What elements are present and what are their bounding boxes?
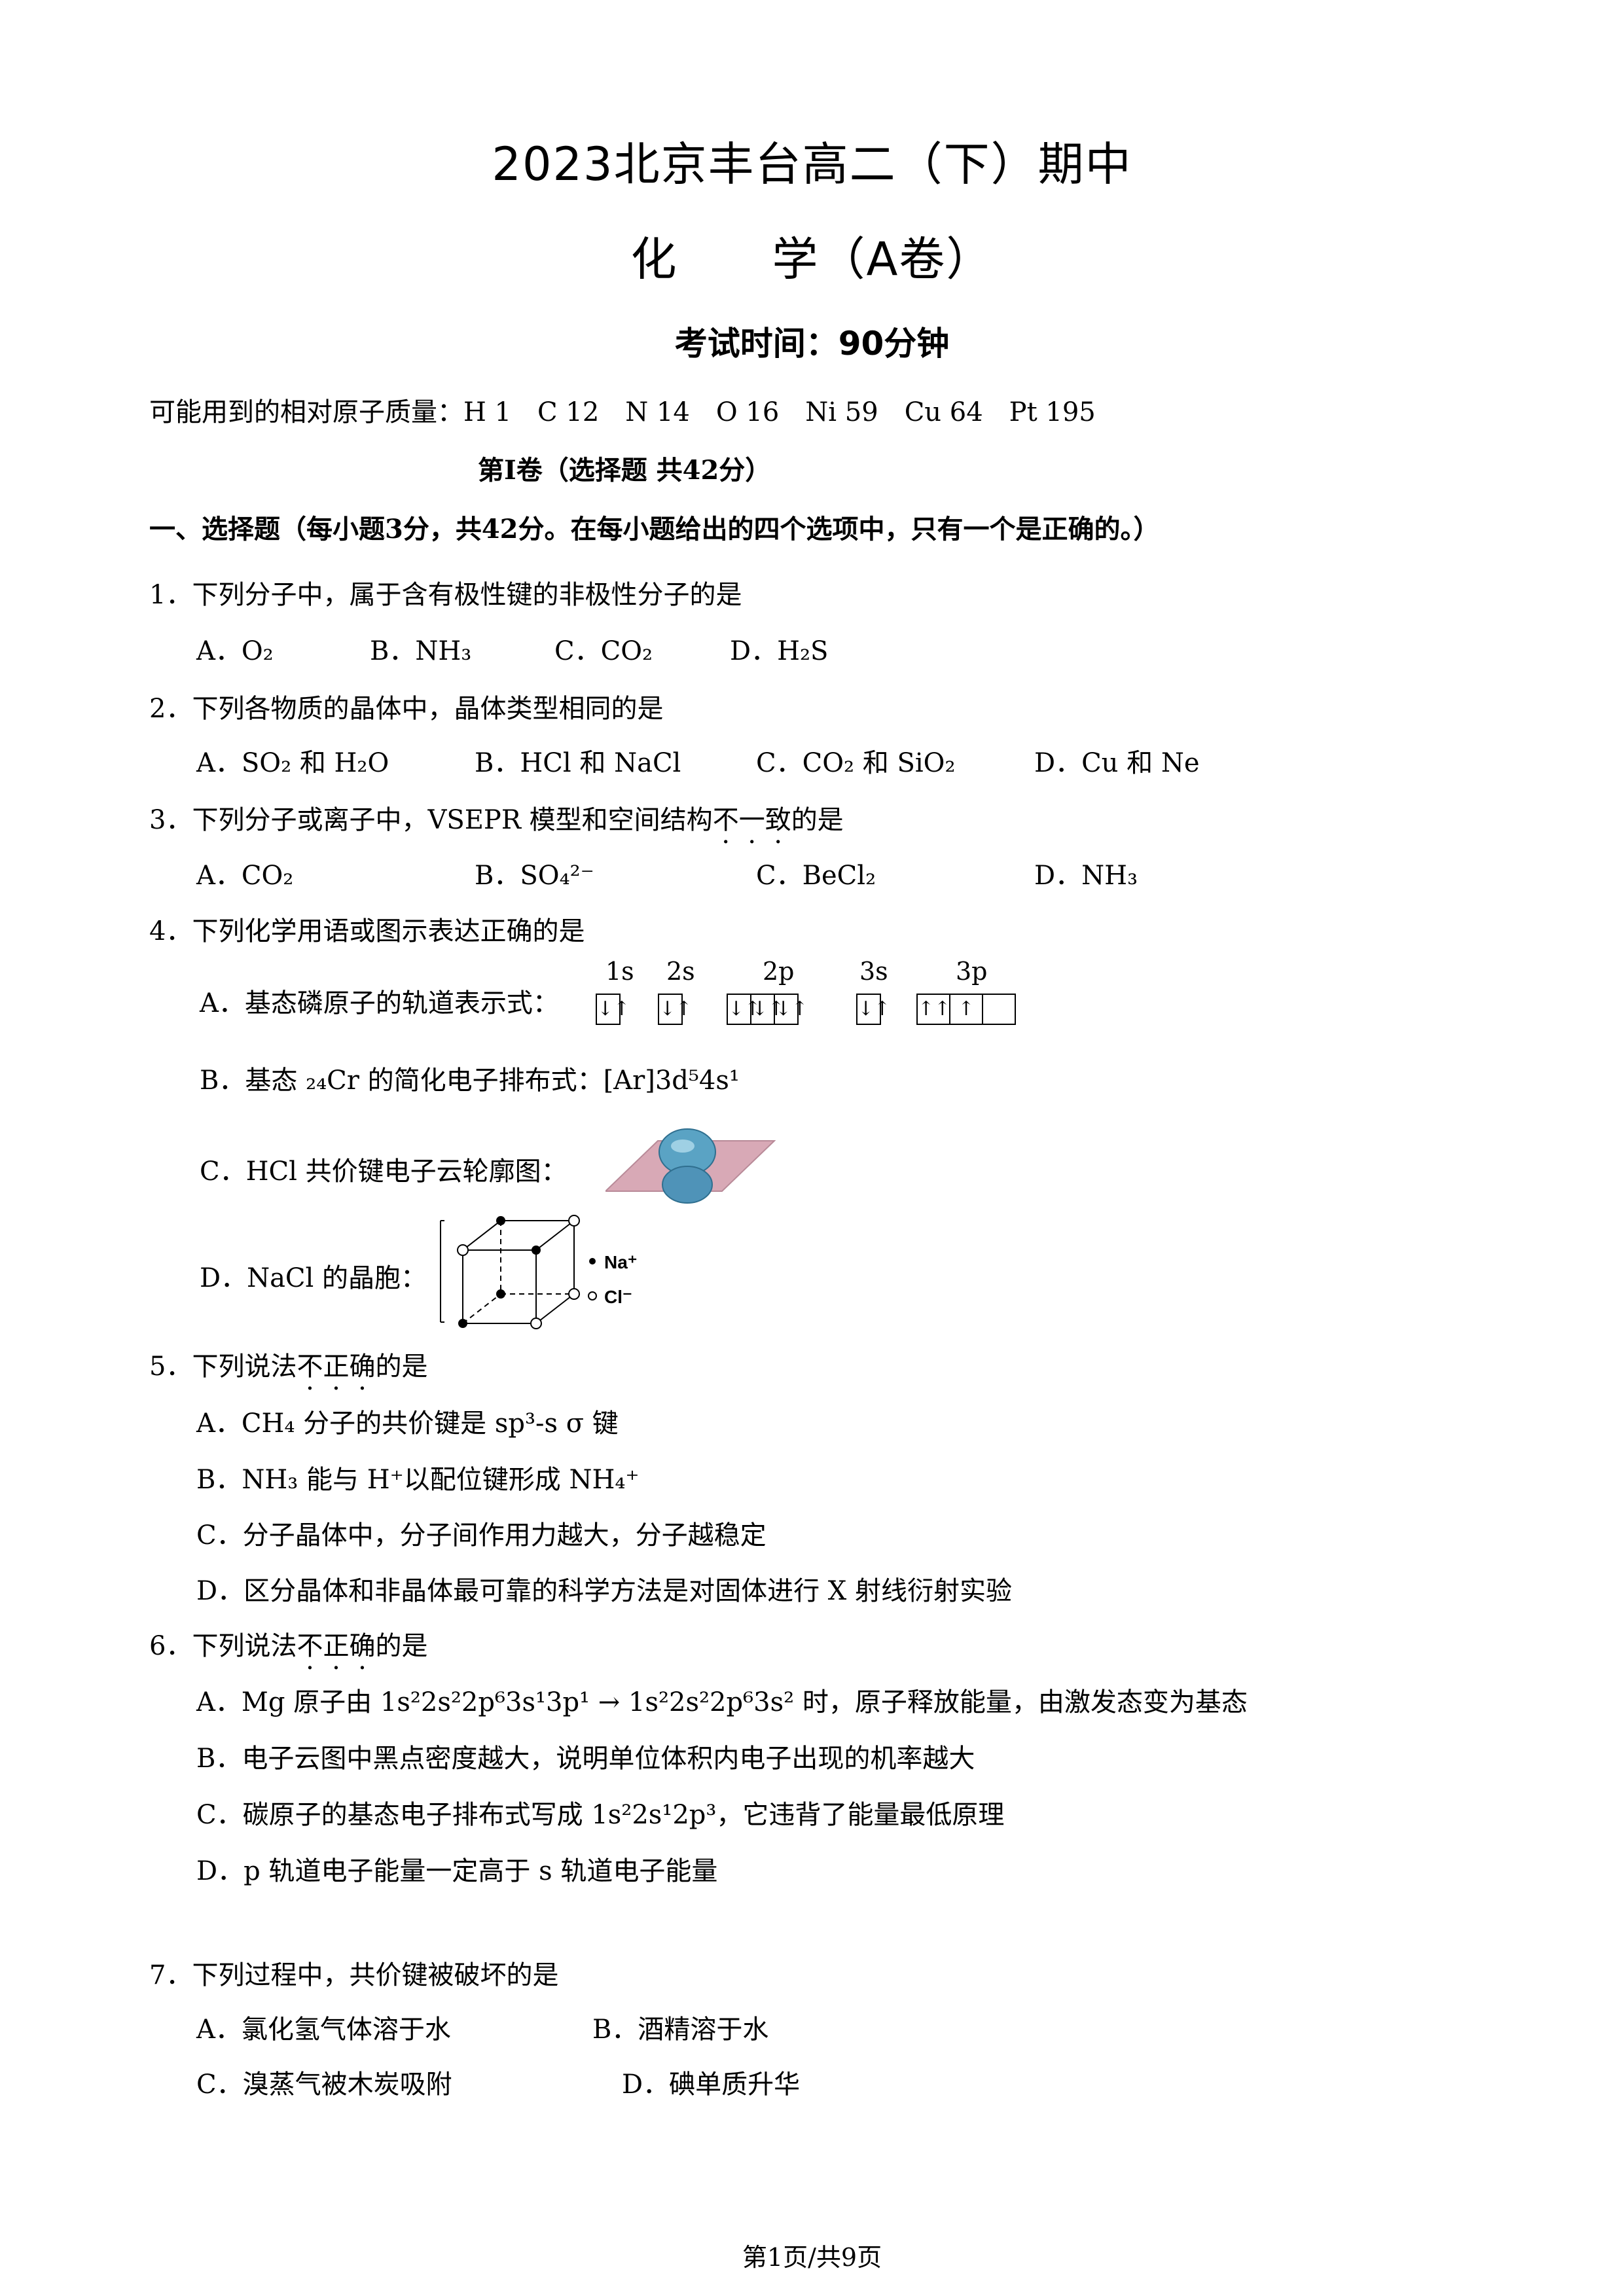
q6-emphasis-1: 不 <box>297 1624 323 1662</box>
q3-emphasis-2: 一 <box>739 798 765 836</box>
q4-option-a: A．基态磷原子的轨道表示式： <box>200 988 559 1018</box>
orbital-box-2p: ↓↑↓↑↓↑ <box>727 994 808 1025</box>
orbital-box-3p: ↑↑↑ <box>916 994 1016 1025</box>
q3-emphasis-1: 不 <box>713 798 739 836</box>
q3-stem-post: 的是 <box>791 805 844 835</box>
q5-stem-post: 的是 <box>375 1352 428 1382</box>
q3-option-a: A．CO₂ <box>196 861 294 891</box>
orbital-label-1s: 1s <box>605 957 634 986</box>
page-footer: 第1页/共9页 <box>742 2243 882 2272</box>
q4-stem: 4．下列化学用语或图示表达正确的是 <box>149 916 585 946</box>
q6-emphasis-2: 正 <box>323 1624 349 1662</box>
orbital-box-2s: ↓↑ <box>658 994 692 1025</box>
q1-stem: 1．下列分子中，属于含有极性键的非极性分子的是 <box>149 580 742 610</box>
orbital-label-2s: 2s <box>666 957 695 986</box>
q7-option-a: A．氯化氢气体溶于水 <box>196 2015 451 2045</box>
section1-heading: 一、选择题（每小题3分，共42分。在每小题给出的四个选项中，只有一个是正确的。） <box>149 514 1160 545</box>
q5-emphasis-1: 不 <box>297 1345 323 1383</box>
q5-option-b: B．NH₃ 能与 H⁺以配位键形成 NH₄⁺ <box>196 1465 640 1495</box>
q1-option-d: D．H₂S <box>730 636 829 666</box>
q6-stem-post: 的是 <box>375 1631 428 1661</box>
q6-option-a: A．Mg 原子由 1s²2s²2p⁶3s¹3p¹ → 1s²2s²2p⁶3s² … <box>196 1687 1248 1717</box>
q2-option-c: C．CO₂ 和 SiO₂ <box>756 748 956 778</box>
q1-option-c: C．CO₂ <box>554 636 653 666</box>
q6-emphasis-3: 确 <box>349 1624 375 1662</box>
q2-option-d: D．Cu 和 Ne <box>1034 748 1200 778</box>
q4-option-c: C．HCl 共价键电子云轮廓图： <box>200 1157 568 1187</box>
q7-option-c: C．溴蒸气被木炭吸附 <box>196 2070 452 2100</box>
q2-option-a: A．SO₂ 和 H₂O <box>196 748 389 778</box>
q6-stem-pre: 6．下列说法 <box>149 1631 297 1661</box>
orbital-label-3s: 3s <box>859 957 888 986</box>
exam-title: 2023北京丰台高二（下）期中 <box>492 137 1132 191</box>
subject-title: 化 学（A卷） <box>630 232 994 286</box>
q6-stem: 6．下列说法不正确的是 <box>149 1624 427 1662</box>
atomic-masses: 可能用到的相对原子质量：H 1 C 12 N 14 O 16 Ni 59 Cu … <box>149 397 1096 427</box>
orbital-label-2p: 2p <box>763 957 795 986</box>
q4-option-b: B．基态 ₂₄Cr 的简化电子排布式：[Ar]3d⁵4s¹ <box>200 1066 740 1096</box>
orbital-box-3s: ↓↑ <box>856 994 890 1025</box>
q3-option-d: D．NH₃ <box>1034 861 1138 891</box>
q5-option-a: A．CH₄ 分子的共价键是 sp³-s σ 键 <box>196 1408 619 1439</box>
exam-time: 考试时间：90分钟 <box>674 325 950 363</box>
q1-option-a: A．O₂ <box>196 636 274 666</box>
q7-stem: 7．下列过程中，共价键被破坏的是 <box>149 1960 559 1990</box>
q4-option-d: D．NaCl 的晶胞： <box>200 1263 427 1293</box>
q5-option-d: D．区分晶体和非晶体最可靠的科学方法是对固体进行 X 射线衍射实验 <box>196 1576 1012 1606</box>
q3-option-c: C．BeCl₂ <box>756 861 876 891</box>
q5-option-c: C．分子晶体中，分子间作用力越大，分子越稳定 <box>196 1520 767 1551</box>
cl-legend-label: Cl⁻ <box>604 1287 632 1307</box>
q5-stem-pre: 5．下列说法 <box>149 1352 297 1382</box>
q2-option-b: B．HCl 和 NaCl <box>475 748 681 778</box>
q1-option-b: B．NH₃ <box>370 636 472 666</box>
q3-option-b: B．SO₄²⁻ <box>475 861 594 891</box>
q5-emphasis-3: 确 <box>349 1345 375 1383</box>
nacl-unit-cell-diagram: Na⁺ Cl⁻ <box>440 1215 638 1329</box>
na-legend-label: Na⁺ <box>604 1252 638 1272</box>
orbital-label-3p: 3p <box>956 957 988 986</box>
hcl-lower-lobe <box>662 1166 713 1204</box>
q6-option-d: D．p 轨道电子能量一定高于 s 轨道电子能量 <box>196 1856 718 1886</box>
q5-stem: 5．下列说法不正确的是 <box>149 1345 427 1383</box>
hcl-electron-cloud-diagram <box>605 1128 776 1204</box>
cl-ion-circle <box>568 1215 580 1227</box>
orbital-box-1s: ↓↑ <box>596 994 630 1025</box>
q3-stem: 3．下列分子或离子中，VSEPR 模型和空间结构不一致的是 <box>149 798 844 836</box>
q2-stem: 2．下列各物质的晶体中，晶体类型相同的是 <box>149 694 664 724</box>
q7-option-b: B．酒精溶于水 <box>592 2015 769 2045</box>
q7-option-d: D．碘单质升华 <box>622 2070 801 2100</box>
na-ion-dot <box>496 1216 505 1225</box>
q3-emphasis-3: 致 <box>765 798 791 836</box>
part1-heading: 第Ⅰ卷（选择题 共42分） <box>478 455 772 486</box>
hcl-highlight <box>671 1139 695 1153</box>
q6-option-b: B．电子云图中黑点密度越大，说明单位体积内电子出现的机率越大 <box>196 1744 975 1774</box>
q5-emphasis-2: 正 <box>323 1345 349 1383</box>
q6-option-c: C．碳原子的基态电子排布式写成 1s²2s¹2p³，它违背了能量最低原理 <box>196 1800 1005 1830</box>
q3-stem-pre: 3．下列分子或离子中，VSEPR 模型和空间结构 <box>149 805 713 835</box>
